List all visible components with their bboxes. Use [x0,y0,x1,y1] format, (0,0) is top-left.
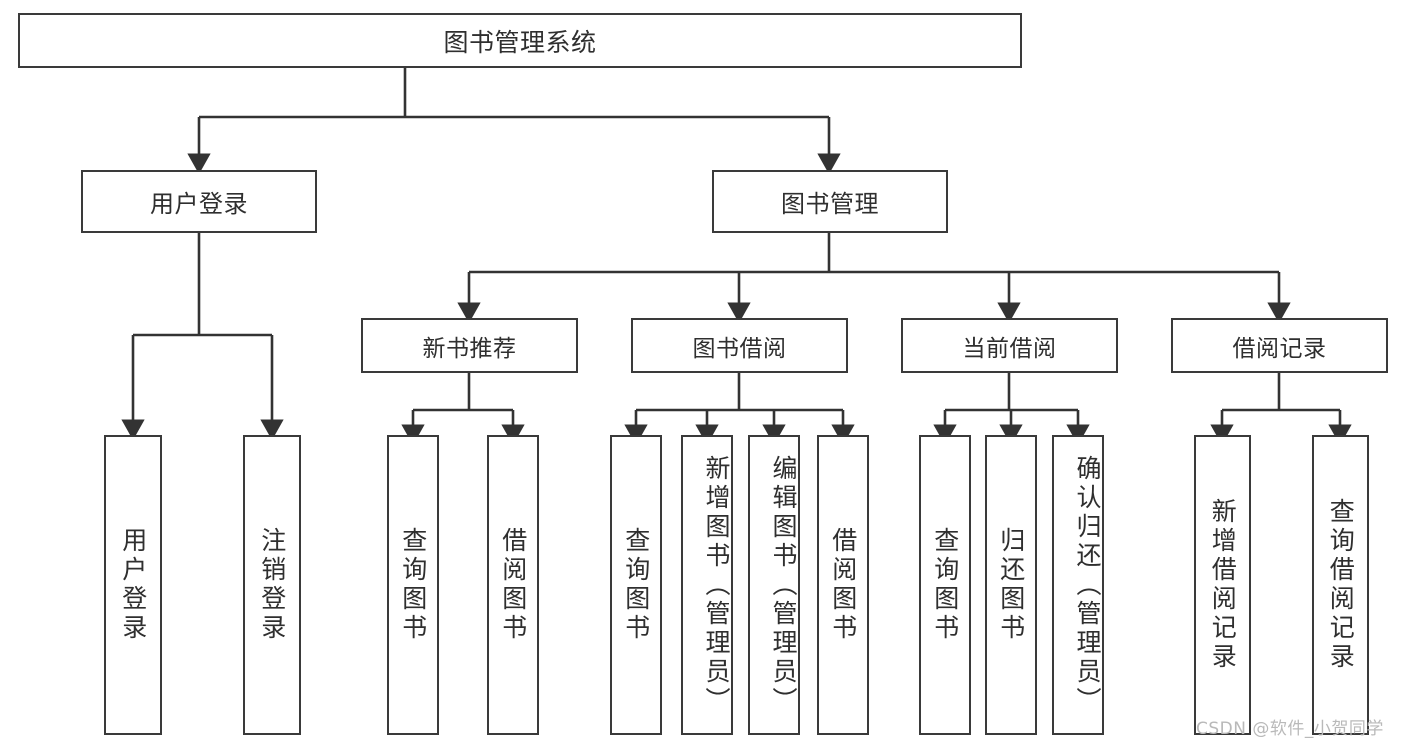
node-root-label: 图书管理系统 [443,27,597,57]
node-leaf-9-label: 归还图书 [996,527,1026,643]
node-level2-1-label: 图书管理 [781,190,879,218]
node-leaf-10[interactable]: 确认归还（管理员） [1052,435,1104,735]
node-leaf-10-label: 确认归还（管理员） [1073,454,1102,716]
node-leaf-0[interactable]: 用户登录 [104,435,162,735]
node-root[interactable]: 图书管理系统 [18,13,1022,68]
node-leaf-4-label: 查询图书 [621,527,651,643]
node-leaf-11[interactable]: 新增借阅记录 [1194,435,1251,735]
node-level2-0[interactable]: 用户登录 [81,170,317,233]
node-level3-2[interactable]: 当前借阅 [901,318,1118,373]
node-leaf-5-label: 新增图书（管理员） [702,454,731,716]
node-leaf-1[interactable]: 注销登录 [243,435,301,735]
node-leaf-7[interactable]: 借阅图书 [817,435,869,735]
node-leaf-6-label: 编辑图书（管理员） [769,454,798,716]
node-level2-1[interactable]: 图书管理 [712,170,948,233]
node-leaf-2[interactable]: 查询图书 [387,435,439,735]
node-leaf-0-label: 用户登录 [118,527,148,643]
node-level3-2-label: 当前借阅 [962,335,1057,362]
node-leaf-8-label: 查询图书 [930,527,960,643]
node-level3-0-label: 新书推荐 [422,335,517,362]
node-leaf-7-label: 借阅图书 [828,527,858,643]
node-level3-3[interactable]: 借阅记录 [1171,318,1388,373]
node-leaf-3[interactable]: 借阅图书 [487,435,539,735]
node-leaf-1-label: 注销登录 [257,527,287,643]
node-leaf-4[interactable]: 查询图书 [610,435,662,735]
node-leaf-5[interactable]: 新增图书（管理员） [681,435,733,735]
node-level3-0[interactable]: 新书推荐 [361,318,578,373]
node-leaf-12[interactable]: 查询借阅记录 [1312,435,1369,735]
node-leaf-8[interactable]: 查询图书 [919,435,971,735]
node-level3-1-label: 图书借阅 [692,335,787,362]
node-leaf-11-label: 新增借阅记录 [1208,498,1238,672]
node-leaf-12-label: 查询借阅记录 [1326,498,1356,672]
node-leaf-3-label: 借阅图书 [498,527,528,643]
node-leaf-9[interactable]: 归还图书 [985,435,1037,735]
csdn-watermark: CSDN @软件_小贺同学 [1196,719,1384,739]
node-level3-3-label: 借阅记录 [1232,335,1327,362]
node-level2-0-label: 用户登录 [150,190,248,218]
node-leaf-2-label: 查询图书 [398,527,428,643]
node-level3-1[interactable]: 图书借阅 [631,318,848,373]
node-leaf-6[interactable]: 编辑图书（管理员） [748,435,800,735]
